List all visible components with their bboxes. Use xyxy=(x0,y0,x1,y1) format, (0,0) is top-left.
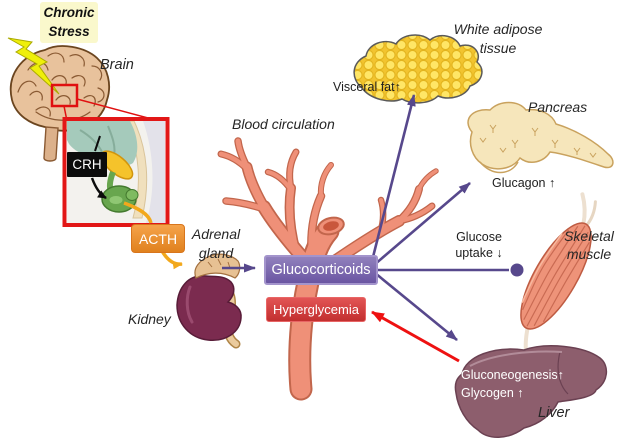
adrenal-line2: gland xyxy=(198,244,234,261)
muscle-line2: muscle xyxy=(566,246,612,263)
kidney-label: Kidney xyxy=(128,311,171,327)
arrow-to-adipose xyxy=(370,94,416,262)
pancreas-label: Pancreas xyxy=(528,99,588,115)
acth-box: ACTH xyxy=(131,224,185,253)
muscle-line1: Skeletal xyxy=(564,228,614,244)
arrow-acth-to-adrenal xyxy=(160,250,183,270)
chronic-stress-box: Chronic Stress xyxy=(40,2,98,43)
liver-label: Liver xyxy=(538,405,570,421)
hormone-release-arrows xyxy=(123,201,183,270)
arrow-to-liver xyxy=(374,271,458,342)
glucocorticoid-action-arrows xyxy=(222,94,509,342)
crh-pointer-line xyxy=(94,135,101,152)
adipose-tissue-illustration xyxy=(353,34,483,104)
kidney-illustration xyxy=(176,275,242,349)
glucagon-label: Glucagon ↑ xyxy=(492,176,556,190)
chronic-stress-line1: Chronic xyxy=(43,4,95,20)
glucose-uptake-label: Glucose uptake ↓ xyxy=(447,229,511,262)
arrow-crh-to-pituitary xyxy=(90,177,107,200)
chronic-stress-line2: Stress xyxy=(48,23,90,39)
lightning-bolt-icon xyxy=(7,37,60,95)
adrenal-line1: Adrenal xyxy=(191,226,241,242)
liver-effect-line1: Gluconeogenesis↑ xyxy=(461,368,564,382)
adrenal-gland-label: Adrenal gland xyxy=(184,225,248,263)
liver-effects-label: Gluconeogenesis↑ Glycogen ↑ xyxy=(461,366,579,402)
liver-effect-line2: Glycogen ↑ xyxy=(461,386,524,401)
adipose-line2: tissue xyxy=(479,39,517,56)
blood-circulation-label: Blood circulation xyxy=(232,116,335,132)
liver-illustration xyxy=(454,345,608,438)
crh-box: CRH xyxy=(67,152,107,177)
skeletal-muscle-label: Skeletal muscle xyxy=(556,227,622,263)
arrow-to-pancreas xyxy=(373,182,471,266)
arrow-pituitary-to-acth xyxy=(123,201,153,224)
visceral-fat-label: Visceral fat↑ xyxy=(333,80,401,94)
skeletal-muscle-illustration xyxy=(520,192,597,359)
glucocorticoids-box: Glucocorticoids xyxy=(264,255,378,285)
glucose-uptake-line2: uptake ↓ xyxy=(455,246,503,261)
adipose-line1: White adipose xyxy=(453,21,543,37)
inhibition-circle xyxy=(510,263,524,277)
brain-label: Brain xyxy=(100,57,134,73)
arrow-liver-to-hyperglycemia xyxy=(371,310,460,363)
white-adipose-label: White adipose tissue xyxy=(432,20,564,58)
hyperglycemia-box: Hyperglycemia xyxy=(266,297,366,322)
pancreas-illustration xyxy=(467,101,614,174)
glucose-uptake-line1: Glucose xyxy=(456,230,502,244)
